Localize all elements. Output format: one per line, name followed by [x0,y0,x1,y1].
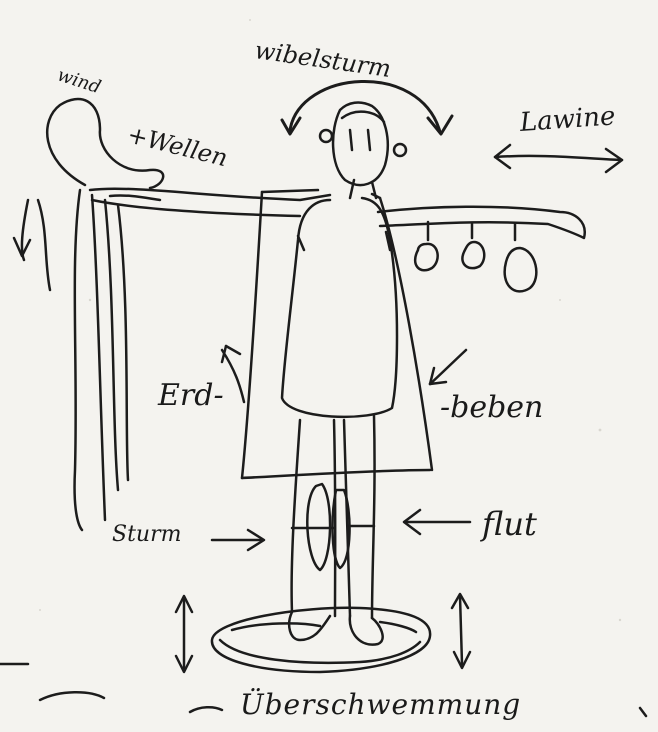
earthquake-arrow-right [430,350,466,384]
avalanche-double-arrow [495,145,622,172]
label-beben: -beben [440,390,543,425]
figure-legs [292,416,375,618]
figure-cloak [242,190,432,478]
label-sturm: Sturm [112,522,181,547]
figure-head [320,103,406,198]
earthquake-arrow-left [222,346,244,402]
flood-arrow [404,510,470,534]
flood-basin [212,608,430,672]
label-flut: flut [482,505,537,543]
figure-feet [289,612,382,645]
label-ueberschwemmung: Überschwemmung [240,688,521,721]
hanging-objects [415,222,536,291]
figure-arms [90,189,585,238]
storm-arrow [212,530,264,550]
figure-torso [282,198,397,417]
label-erd: Erd- [158,378,224,413]
flood-updown-arrow-right [452,594,470,668]
flood-updown-arrow-left [176,596,192,672]
wave-shape [14,99,163,530]
whirlwind-arc [282,81,452,134]
